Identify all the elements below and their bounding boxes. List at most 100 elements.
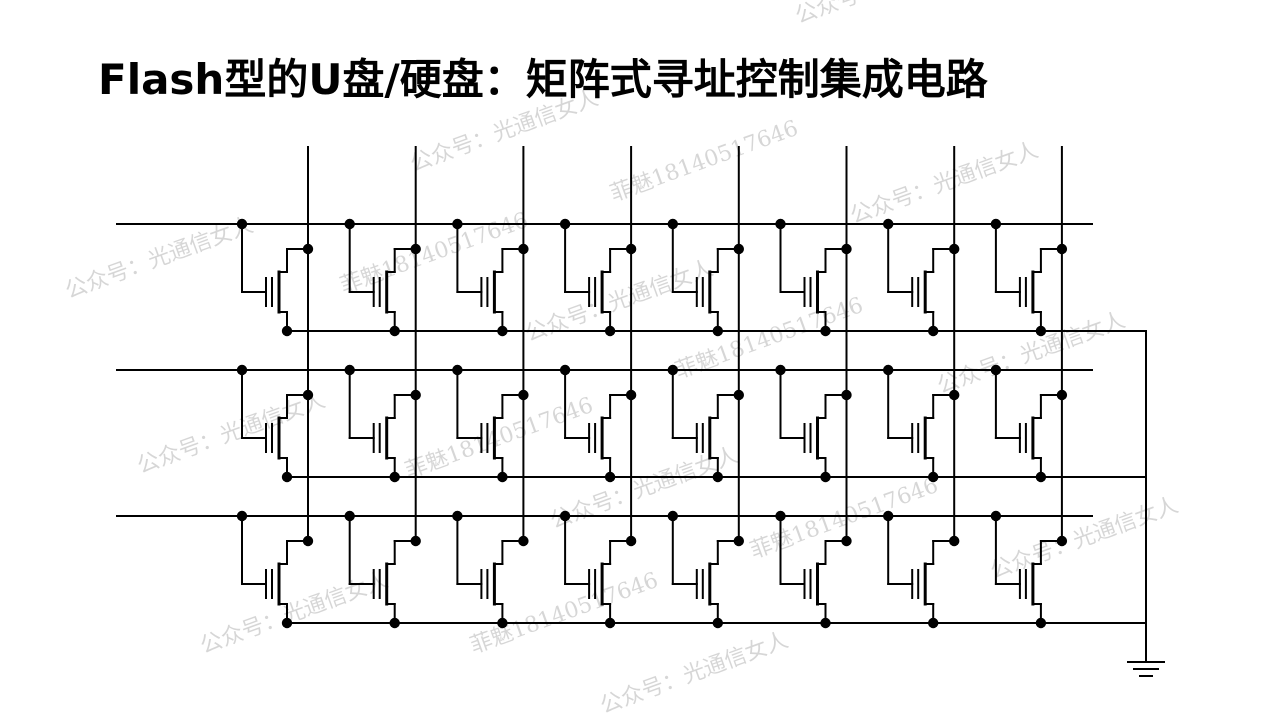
junction-dot xyxy=(820,471,831,483)
junction-dot xyxy=(281,617,293,629)
junction-dot xyxy=(949,535,960,547)
junction-dot xyxy=(389,617,400,629)
junction-dot xyxy=(559,510,571,522)
transistor-cell xyxy=(348,369,417,478)
transistor-cell xyxy=(348,515,417,624)
page-title: Flash型的U盘/硬盘：矩阵式寻址控制集成电路 xyxy=(98,55,988,104)
junction-dot xyxy=(236,218,248,230)
junction-dots xyxy=(236,218,1068,629)
junction-dot xyxy=(883,510,894,522)
junction-dot xyxy=(559,218,571,230)
junction-dot xyxy=(841,389,852,401)
junction-dot xyxy=(949,243,960,255)
transistor-cell xyxy=(779,223,848,332)
junction-dot xyxy=(518,243,529,255)
ground-icon xyxy=(1127,661,1165,677)
junction-dot xyxy=(452,510,463,522)
junction-dot xyxy=(1035,617,1047,629)
junction-dot xyxy=(410,389,421,401)
junction-dot xyxy=(281,325,293,337)
transistor-cell xyxy=(241,369,309,478)
transistor-cell xyxy=(994,369,1063,478)
junction-dot xyxy=(820,325,831,337)
junction-dot xyxy=(928,617,939,629)
junction-dot xyxy=(667,218,678,230)
junction-dot xyxy=(667,510,678,522)
transistor-cell xyxy=(779,369,848,478)
junction-dot xyxy=(1035,471,1047,483)
junction-dot xyxy=(559,364,571,376)
transistor-cells xyxy=(241,223,1063,624)
junction-dot xyxy=(518,535,529,547)
transistor-cell xyxy=(887,223,956,332)
transistor-cell xyxy=(779,515,848,624)
transistor-cell xyxy=(564,515,633,624)
junction-dot xyxy=(389,325,400,337)
junction-dot xyxy=(625,389,637,401)
transistor-cell xyxy=(671,369,740,478)
transistor-cell xyxy=(564,223,633,332)
junction-dot xyxy=(949,389,960,401)
junction-dot xyxy=(389,471,400,483)
junction-dot xyxy=(1056,243,1068,255)
junction-dot xyxy=(712,471,723,483)
junction-dot xyxy=(344,510,355,522)
junction-dot xyxy=(1056,535,1068,547)
transistor-cell xyxy=(456,369,525,478)
junction-dot xyxy=(775,510,786,522)
transistor-cell xyxy=(671,223,740,332)
junction-dot xyxy=(302,389,314,401)
junction-dot xyxy=(775,364,786,376)
junction-dot xyxy=(281,471,293,483)
junction-dot xyxy=(733,535,744,547)
junction-dot xyxy=(667,364,678,376)
junction-dot xyxy=(820,617,831,629)
junction-dot xyxy=(302,535,314,547)
junction-dot xyxy=(236,364,248,376)
junction-dot xyxy=(775,218,786,230)
transistor-cell xyxy=(456,515,525,624)
transistor-cell xyxy=(456,223,525,332)
transistor-cell xyxy=(348,223,417,332)
transistor-cell xyxy=(994,515,1063,624)
transistor-cell xyxy=(564,369,633,478)
junction-dot xyxy=(625,243,637,255)
junction-dot xyxy=(452,218,463,230)
junction-dot xyxy=(344,218,355,230)
junction-dot xyxy=(518,389,529,401)
junction-dot xyxy=(604,471,616,483)
junction-dot xyxy=(733,389,744,401)
junction-dot xyxy=(1035,325,1047,337)
junction-dot xyxy=(928,471,939,483)
junction-dot xyxy=(928,325,939,337)
junction-dot xyxy=(497,325,508,337)
junction-dot xyxy=(883,364,894,376)
junction-dot xyxy=(452,364,463,376)
junction-dot xyxy=(990,510,1002,522)
junction-dot xyxy=(497,617,508,629)
junction-dot xyxy=(302,243,314,255)
junction-dot xyxy=(604,325,616,337)
junction-dot xyxy=(733,243,744,255)
transistor-cell xyxy=(241,223,309,332)
junction-dot xyxy=(841,243,852,255)
junction-dot xyxy=(990,364,1002,376)
junction-dot xyxy=(990,218,1002,230)
junction-dot xyxy=(625,535,637,547)
transistor-cell xyxy=(241,515,309,624)
transistor-cell xyxy=(887,369,956,478)
transistor-cell xyxy=(994,223,1063,332)
junction-dot xyxy=(841,535,852,547)
junction-dot xyxy=(497,471,508,483)
junction-dot xyxy=(344,364,355,376)
junction-dot xyxy=(1056,389,1068,401)
junction-dot xyxy=(712,617,723,629)
transistor-cell xyxy=(887,515,956,624)
junction-dot xyxy=(883,218,894,230)
junction-dot xyxy=(712,325,723,337)
transistor-cell xyxy=(671,515,740,624)
junction-dot xyxy=(410,535,421,547)
junction-dot xyxy=(410,243,421,255)
junction-dot xyxy=(604,617,616,629)
